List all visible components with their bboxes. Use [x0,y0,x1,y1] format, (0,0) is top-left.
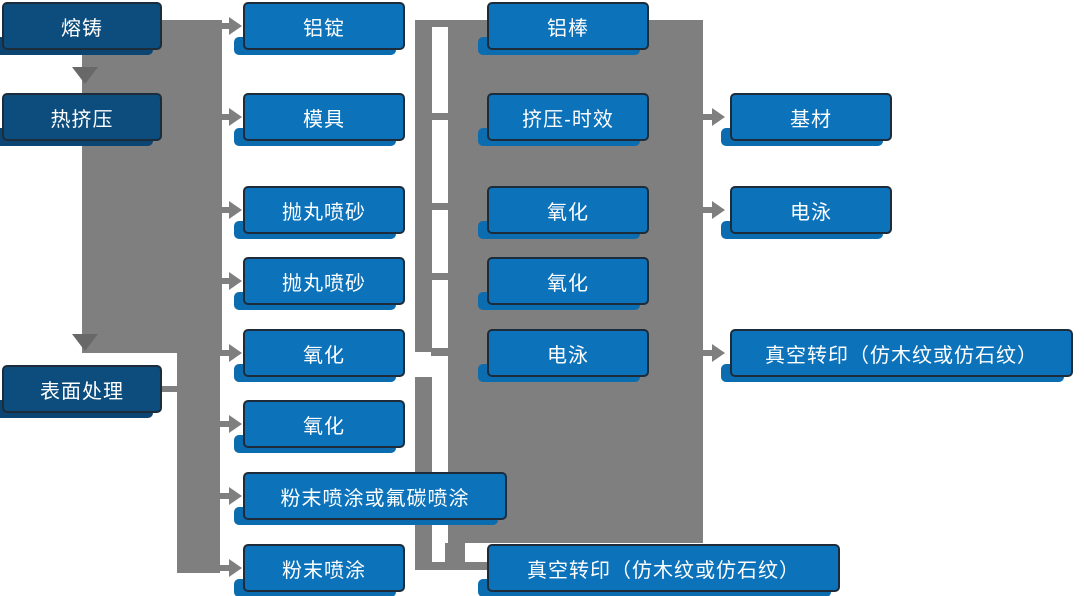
node-label: 电泳 [487,329,649,377]
node-label: 抛丸喷砂 [243,257,405,305]
node-label: 铝棒 [487,2,649,50]
surface-treatment-link [162,386,178,392]
node-label: 氧化 [487,186,649,234]
node-vacuum-transfer-print-right: 真空转印（仿木纹或仿石纹） [721,329,1073,382]
node-label: 真空转印（仿木纹或仿石纹） [487,544,840,592]
flow-down-arrow-icon [72,334,98,351]
node-label: 模具 [243,93,405,141]
node-label: 挤压-时效 [487,93,649,141]
flow-arrow-icon [703,344,725,362]
node-label: 基材 [730,93,892,141]
node-label: 热挤压 [2,93,162,141]
node-label: 粉末喷涂或氟碳喷涂 [243,472,507,520]
node-oxidation-2: 氧化 [234,400,405,453]
mid-bus-tick-5 [431,348,449,356]
node-powder-or-fluorocarbon-coating: 粉末喷涂或氟碳喷涂 [234,472,507,525]
bottom-transfer-link [415,562,490,570]
node-base-material: 基材 [721,93,892,146]
node-aluminum-ingot: 铝锭 [234,2,405,55]
node-powder-coating: 粉末喷涂 [234,544,405,596]
center-block-foot [445,543,465,567]
mid-bus-tick-2 [431,113,449,120]
node-hot-extrusion: 热挤压 [0,93,162,146]
node-shot-blasting-2: 抛丸喷砂 [234,257,405,310]
flow-arrow-icon [703,108,725,126]
node-surface-treatment: 表面处理 [0,365,162,418]
node-label: 熔铸 [2,2,162,50]
node-vacuum-transfer-print-bottom: 真空转印（仿木纹或仿石纹） [478,544,840,596]
flow-arrow-icon [220,17,242,35]
flow-arrow-icon [220,108,242,126]
flow-arrow-icon [220,272,242,290]
flow-arrow-icon [703,201,725,219]
node-label: 表面处理 [2,365,162,413]
flow-arrow-icon [220,559,242,577]
node-label: 氧化 [487,257,649,305]
node-label: 真空转印（仿木纹或仿石纹） [730,329,1073,377]
node-label: 粉末喷涂 [243,544,405,592]
mid-bus-upper [415,20,432,352]
node-melting-casting: 熔铸 [0,2,162,55]
mid-bus-tick-1 [431,20,449,27]
left-trunk-connector [82,20,222,353]
flow-down-arrow-icon [72,67,98,84]
flow-arrow-icon [220,201,242,219]
node-electrophoresis-2: 电泳 [721,186,892,239]
node-oxidation-4: 氧化 [478,257,649,310]
flow-arrow-icon [220,487,242,505]
flow-arrow-icon [220,344,242,362]
node-shot-blasting-1: 抛丸喷砂 [234,186,405,239]
left-trunk-lower-connector [177,353,220,573]
node-label: 氧化 [243,329,405,377]
node-label: 氧化 [243,400,405,448]
node-label: 电泳 [730,186,892,234]
node-extrusion-aging: 挤压-时效 [478,93,649,146]
node-aluminum-rod: 铝棒 [478,2,649,55]
flow-arrow-icon [220,415,242,433]
node-label: 铝锭 [243,2,405,50]
mid-bus-tick-3 [431,203,449,210]
mid-bus-tick-4 [431,273,449,280]
node-mold: 模具 [234,93,405,146]
node-electrophoresis-1: 电泳 [478,329,649,382]
node-oxidation-3: 氧化 [478,186,649,239]
node-oxidation-1: 氧化 [234,329,405,382]
node-label: 抛丸喷砂 [243,186,405,234]
